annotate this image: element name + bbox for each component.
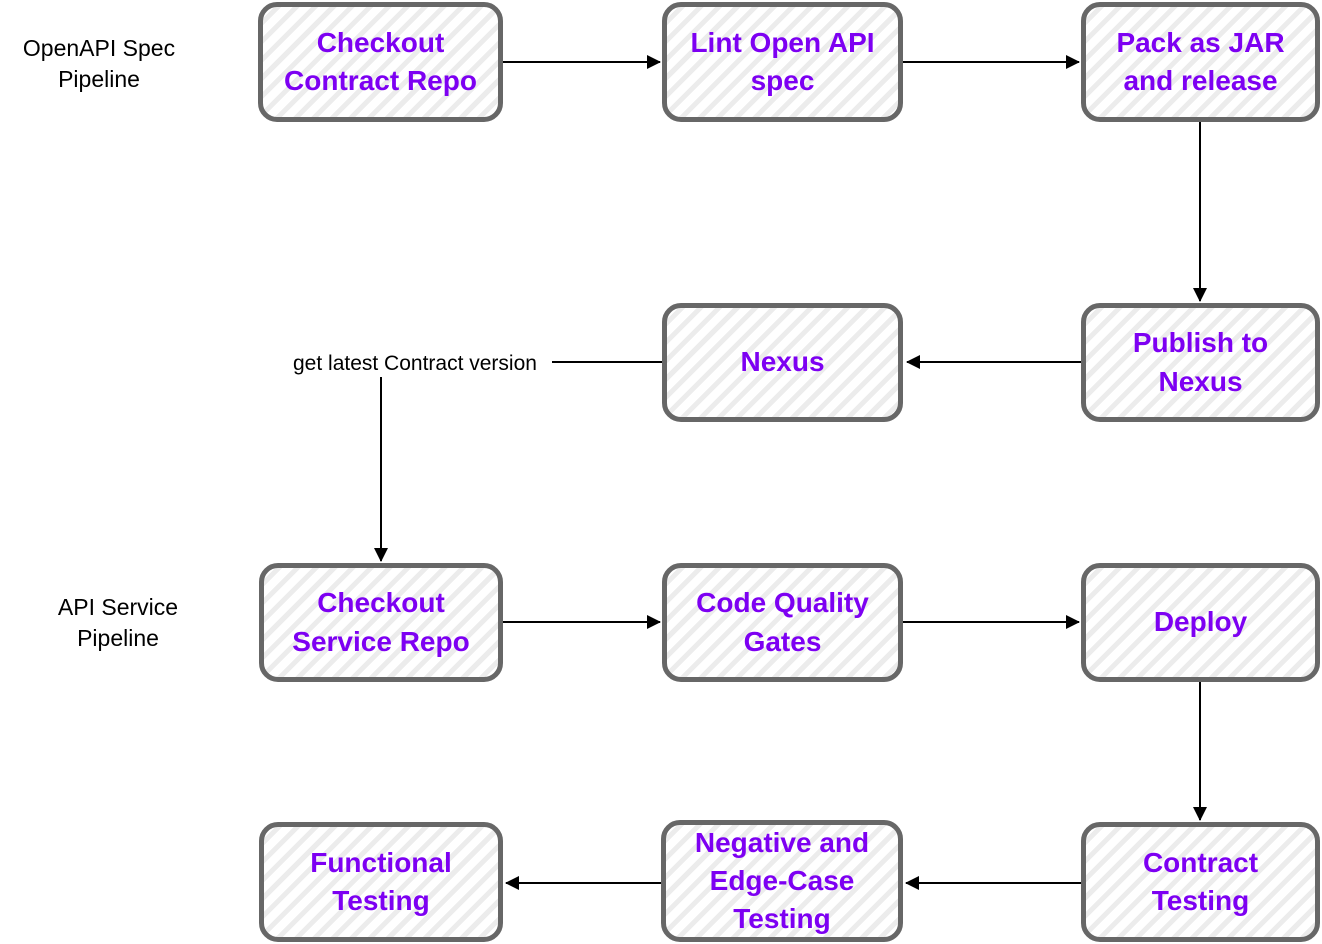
node-label-code-quality-gates: Code Quality Gates xyxy=(696,587,869,657)
node-label-publish-to-nexus: Publish to Nexus xyxy=(1132,327,1269,397)
edge-label-get-latest-contract-version: get latest Contract version xyxy=(293,352,537,376)
node-code-quality-gates: Code Quality Gates xyxy=(662,563,903,682)
node-contract-testing: Contract Testing xyxy=(1081,822,1320,942)
node-label-checkout-service-repo: Checkout Service Repo xyxy=(292,587,470,657)
node-functional-testing: Functional Testing xyxy=(259,822,503,942)
node-label-nexus: Nexus xyxy=(740,346,825,378)
node-checkout-service-repo: Checkout Service Repo xyxy=(259,563,503,682)
node-deploy: Deploy xyxy=(1081,563,1320,682)
node-label-checkout-contract-repo: Checkout Contract Repo xyxy=(284,26,477,96)
pipeline-label-openapi-spec: OpenAPI Spec Pipeline xyxy=(10,33,188,95)
node-nexus: Nexus xyxy=(662,303,903,422)
node-label-contract-testing: Contract Testing xyxy=(1142,846,1259,916)
node-label-lint-openapi-spec: Lint Open API spec xyxy=(690,26,875,96)
node-label-pack-as-jar-and-release: Pack as JAR and release xyxy=(1116,26,1285,96)
node-pack-as-jar-and-release: Pack as JAR and release xyxy=(1081,2,1320,122)
pipeline-label-openapi-spec-text: OpenAPI Spec Pipeline xyxy=(22,35,176,93)
node-lint-openapi-spec: Lint Open API spec xyxy=(662,2,903,122)
edge-label-get-latest-contract-version-text: get latest Contract version xyxy=(293,352,537,375)
pipeline-label-api-service: API Service Pipeline xyxy=(28,592,208,654)
node-checkout-contract-repo: Checkout Contract Repo xyxy=(258,2,503,122)
node-negative-edge-case-testing: Negative and Edge-Case Testing xyxy=(661,820,903,942)
node-label-functional-testing: Functional Testing xyxy=(310,846,452,916)
node-label-negative-edge-case-testing: Negative and Edge-Case Testing xyxy=(694,826,870,935)
node-publish-to-nexus: Publish to Nexus xyxy=(1081,303,1320,422)
pipeline-label-api-service-text: API Service Pipeline xyxy=(57,594,179,652)
node-label-deploy: Deploy xyxy=(1153,606,1248,638)
